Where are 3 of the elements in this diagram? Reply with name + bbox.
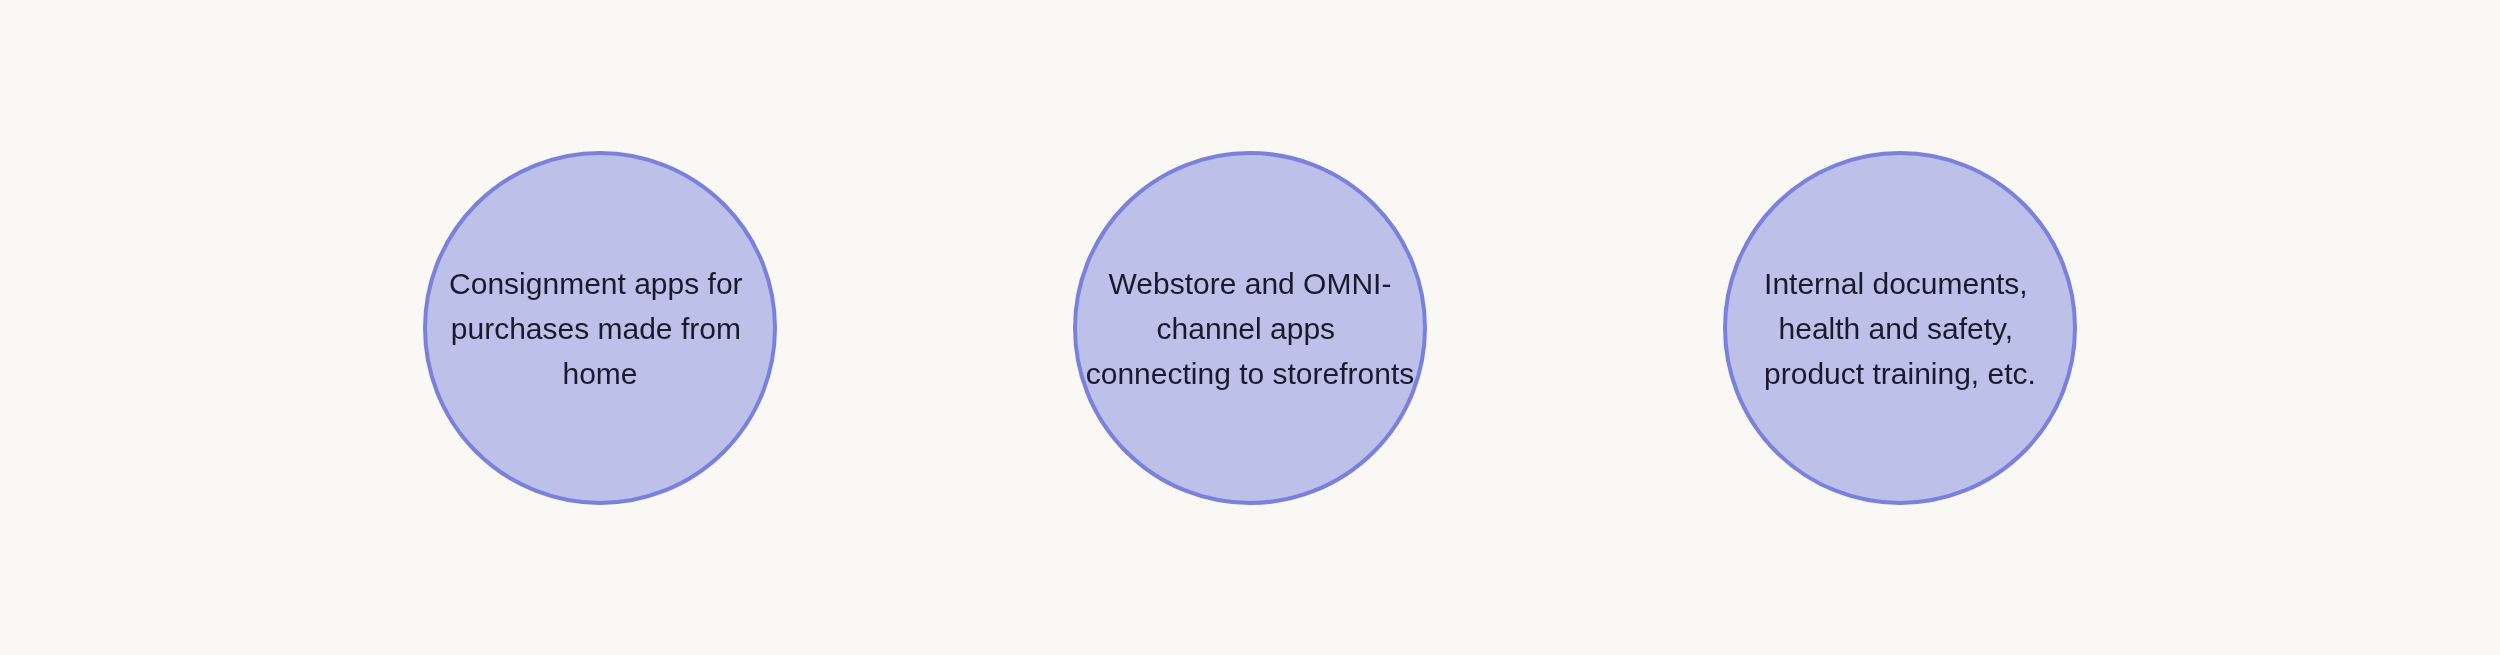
node-circle: Webstore and OMNI-channel apps connecting to storefronts bbox=[1073, 150, 1427, 505]
node-circle: Internal documents, health and safety, product training, etc. bbox=[1723, 150, 2077, 505]
node-circle: Consignment apps for purchases made from home bbox=[423, 150, 777, 505]
